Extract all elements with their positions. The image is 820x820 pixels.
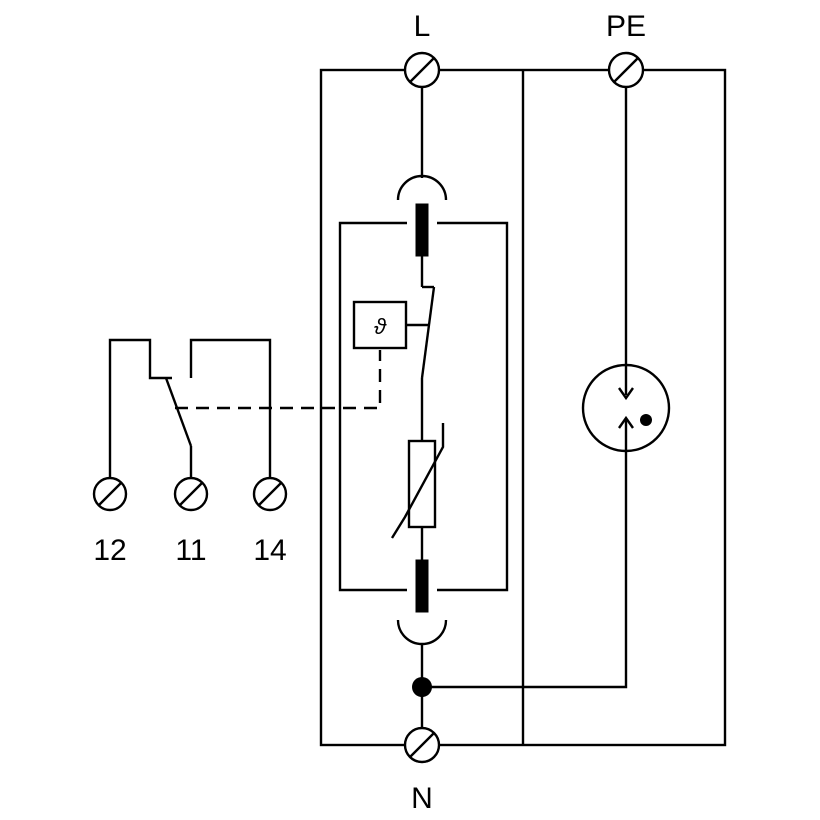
terminal-l[interactable] [403, 51, 441, 89]
spark-gap-arrow-down [618, 387, 634, 401]
mechanical-link [175, 350, 382, 410]
label-14: 14 [253, 534, 286, 567]
contact-12-wire [108, 338, 172, 480]
label-pe: PE [606, 10, 646, 43]
module-contact-top [396, 174, 448, 201]
label-l: L [414, 10, 431, 43]
spark-gap-icon [581, 363, 671, 453]
spark-gap-dot [640, 414, 652, 426]
label-n: N [411, 782, 433, 815]
fuse-icon [415, 203, 429, 257]
fuse-icon [415, 559, 429, 613]
module-contact-bottom [396, 619, 448, 646]
terminal-pe[interactable] [607, 51, 645, 89]
pe-gap-return [422, 420, 628, 689]
switch-contact-icon [164, 377, 193, 447]
thermal-symbol: ϑ [374, 314, 387, 339]
varistor-nonlinear-mark [390, 423, 445, 539]
module-outline-left [338, 221, 407, 592]
spark-gap-arrow-up [618, 415, 634, 429]
label-12: 12 [93, 534, 126, 567]
terminal-n[interactable] [403, 726, 441, 764]
terminal-11[interactable] [173, 476, 209, 512]
terminal-12[interactable] [92, 476, 128, 512]
module-outline-right [437, 221, 509, 592]
thermal-switch-lever [420, 286, 436, 379]
contact-14-wire [189, 338, 272, 480]
label-11: 11 [175, 534, 206, 567]
terminal-14[interactable] [252, 476, 288, 512]
